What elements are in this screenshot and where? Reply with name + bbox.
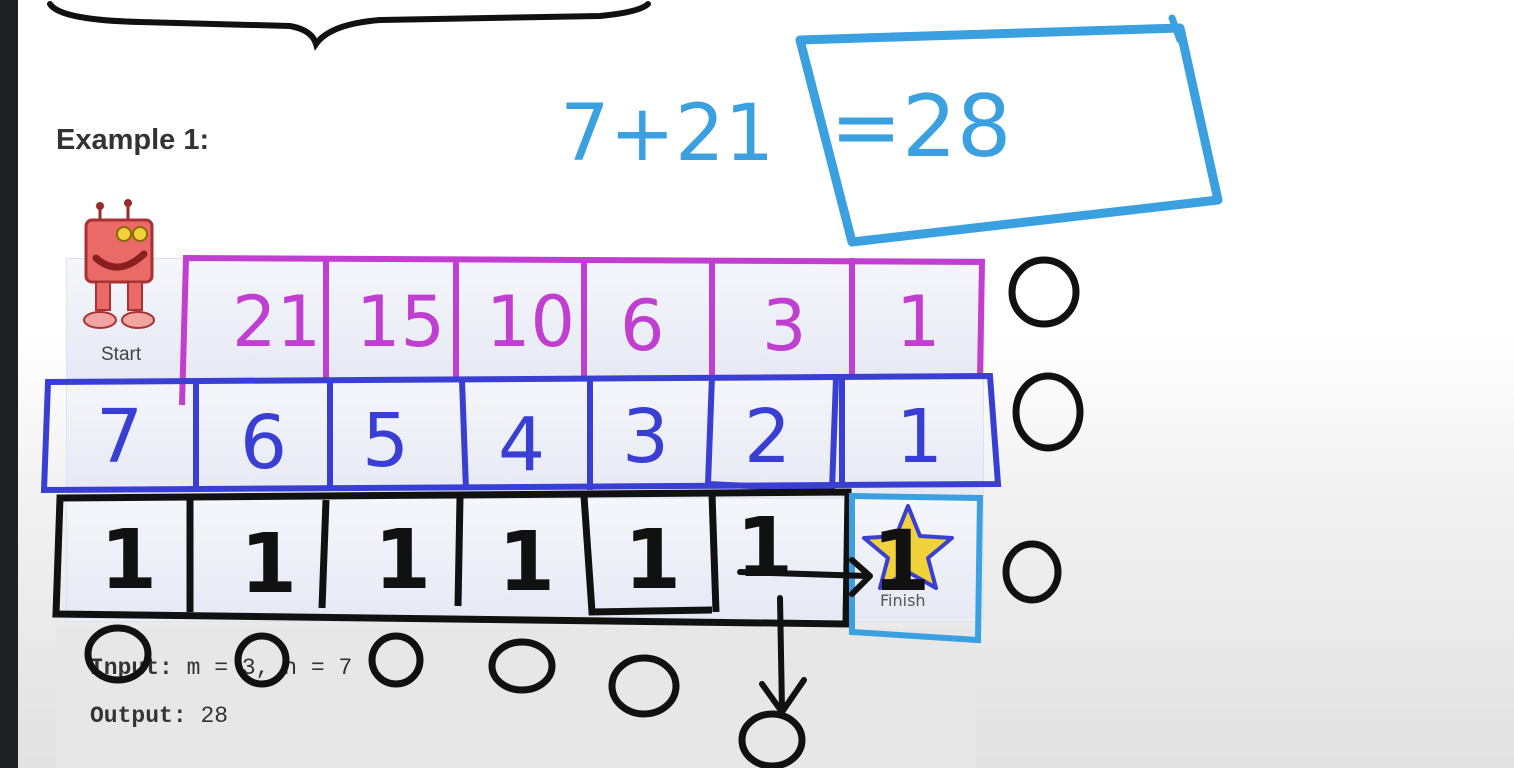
- example-io-block: [56, 628, 976, 768]
- middle-row-cell: 3: [622, 394, 669, 480]
- start-label: Start: [101, 344, 142, 365]
- window-left-border: [0, 0, 18, 768]
- example-heading: Example 1:: [56, 124, 210, 156]
- sum-expression: 7+21: [560, 89, 774, 179]
- bottom-row-cell: 1: [624, 513, 681, 608]
- middle-row-values: 7 6 5 4 3 2 1: [96, 394, 943, 488]
- output-value: 28: [200, 703, 229, 729]
- finish-label: Finish: [880, 591, 926, 610]
- finish-cell-value: 1: [872, 512, 930, 610]
- edge-zeros: [84, 256, 1084, 768]
- bottom-row-cell: 1: [374, 513, 431, 608]
- right-arrow: [737, 557, 873, 597]
- top-brace-stroke: [47, 1, 651, 51]
- bottom-row-cell: 1: [736, 501, 793, 596]
- top-row-values: 21 15 10 6 3 1: [232, 281, 941, 367]
- zero-mark: [84, 624, 152, 684]
- bottom-row-cell: 1: [100, 513, 157, 608]
- zero-mark: [608, 654, 680, 718]
- bottom-row-outline: [52, 488, 852, 628]
- bottom-row-values: 1 1 1 1 1 1: [100, 501, 793, 612]
- zero-mark: [234, 632, 290, 688]
- top-row-cell: 3: [762, 285, 807, 367]
- top-row-cell: 21: [232, 281, 321, 363]
- finish-star-icon: [862, 504, 954, 590]
- bottom-row-cell: 1: [240, 517, 297, 612]
- middle-row-cell: 1: [896, 394, 943, 480]
- zero-mark: [488, 638, 556, 694]
- middle-row-cell: 2: [744, 394, 791, 480]
- output-line: Output: 28: [90, 703, 228, 729]
- zero-mark: [738, 710, 806, 768]
- middle-row-cell: 7: [96, 394, 143, 480]
- zero-mark: [368, 632, 424, 688]
- top-row-cell: 10: [486, 281, 575, 363]
- finish-cell-box: [849, 492, 984, 644]
- output-label: Output:: [90, 703, 187, 729]
- sum-result: =28: [830, 77, 1012, 177]
- down-arrow: [759, 595, 807, 715]
- result-box: [795, 23, 1223, 247]
- top-row-cell: 1: [896, 281, 941, 363]
- top-row-cell: 6: [620, 285, 665, 367]
- middle-row-cell: 6: [240, 400, 287, 486]
- middle-row-cell: 4: [498, 402, 545, 488]
- zero-mark: [1002, 540, 1062, 604]
- zero-mark: [1012, 372, 1084, 452]
- bottom-row-cell: 1: [498, 515, 555, 610]
- robot-grid-image: [66, 258, 984, 622]
- top-row-cell: 15: [356, 281, 445, 363]
- zero-mark: [1008, 256, 1080, 328]
- robot-icon: [83, 199, 155, 329]
- middle-row-cell: 5: [362, 398, 409, 484]
- middle-row-outline: [40, 372, 1002, 494]
